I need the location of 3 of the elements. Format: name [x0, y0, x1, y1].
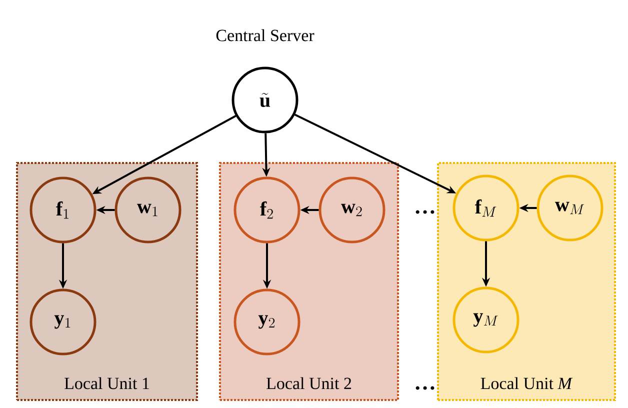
ellipsis: … [416, 386, 434, 390]
node-label: Central Server [216, 29, 314, 42]
ellipsis: … [416, 210, 434, 214]
